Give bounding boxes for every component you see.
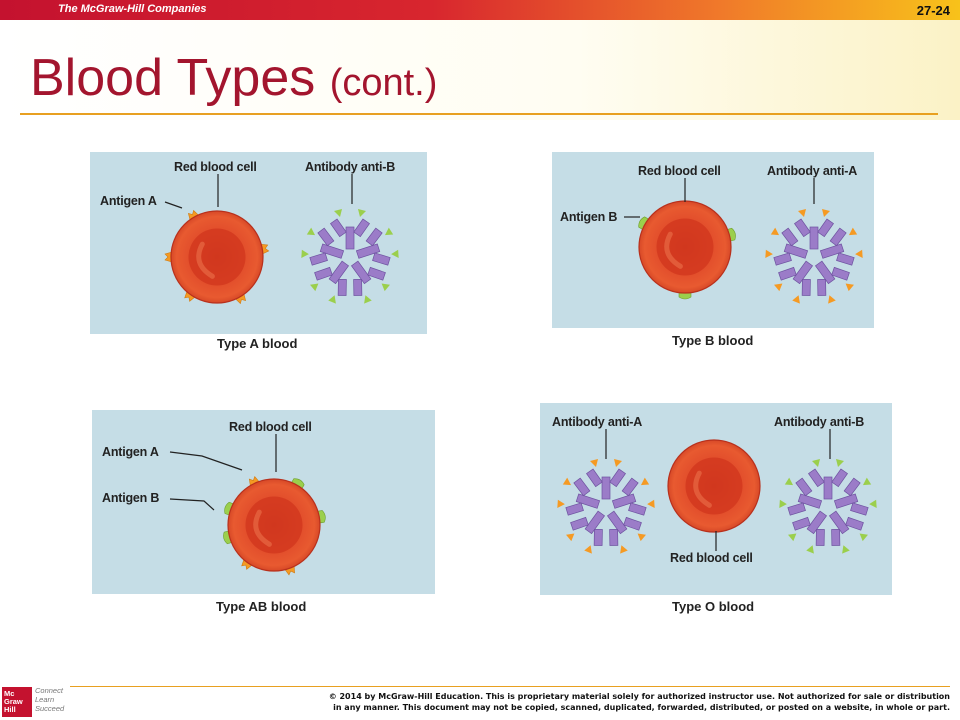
- antibody-arm: [794, 209, 834, 250]
- antibody-arm: [557, 477, 601, 516]
- type-o-antibody-b: [779, 459, 877, 554]
- type-b-diagram: [552, 152, 874, 328]
- top-banner: The McGraw-Hill Companies 27-24: [0, 0, 960, 20]
- type-ab-rbc: [223, 476, 326, 576]
- antibody-arm: [814, 260, 854, 304]
- panel-type-a: Red blood cell Antibody anti-B Antigen A…: [90, 152, 430, 362]
- type-a-diagram: [90, 152, 427, 334]
- antibody-arm: [566, 510, 606, 554]
- slide-title-suffix: (cont.): [329, 62, 438, 104]
- antibody-arm: [350, 260, 390, 304]
- antibody-arm: [808, 459, 848, 500]
- slide-title: Blood Types (cont.): [30, 48, 437, 108]
- tagline: Connect Learn Succeed: [35, 686, 65, 713]
- type-b-caption: Type B blood: [672, 333, 754, 348]
- type-o-antibody-a-label: Antibody anti-A: [552, 415, 643, 429]
- antibody-arm: [310, 260, 350, 304]
- type-ab-antigen-a-label: Antigen A: [102, 445, 159, 459]
- type-o-antibody-a: [557, 459, 655, 554]
- copyright-line-1: © 2014 by McGraw-Hill Education. This is…: [328, 692, 950, 701]
- type-o-caption: Type O blood: [672, 599, 755, 614]
- antibody-arm: [774, 260, 814, 304]
- copyright-notice: © 2014 by McGraw-Hill Education. This is…: [290, 691, 950, 713]
- type-a-antigen-label: Antigen A: [100, 194, 157, 208]
- slide-title-main: Blood Types: [30, 49, 316, 107]
- panel-type-b: Red blood cell Antibody anti-A Antigen B…: [552, 152, 892, 362]
- type-o-rbc-label: Red blood cell: [670, 551, 753, 565]
- publisher-name: The McGraw-Hill Companies: [58, 3, 207, 15]
- type-o-diagram: [540, 403, 892, 595]
- type-a-rbc: [164, 209, 270, 305]
- antibody-arm: [330, 209, 370, 250]
- antibody-arm: [586, 459, 626, 500]
- type-a-antibody: [301, 209, 399, 304]
- type-ab-diagram: [92, 410, 435, 594]
- antibody-arm: [611, 477, 655, 516]
- type-b-rbc-label: Red blood cell: [638, 164, 721, 178]
- footer-divider: [70, 686, 950, 687]
- type-o-rbc: [667, 439, 761, 533]
- panel-type-o: Antibody anti-A Antibody anti-B Red bloo…: [540, 403, 895, 618]
- panel-type-ab: Red blood cell Antigen A Antigen B Type …: [92, 410, 437, 620]
- antibody-arm: [355, 227, 399, 266]
- mcgraw-hill-logo: Mc Graw Hill: [2, 687, 32, 717]
- antigen-b-marker: [638, 216, 650, 231]
- antibody-arm: [779, 477, 823, 516]
- slide-number: 27-24: [916, 3, 950, 18]
- type-o-antibody-b-label: Antibody anti-B: [774, 415, 865, 429]
- type-ab-rbc-label: Red blood cell: [229, 420, 312, 434]
- antigen-b-marker: [224, 501, 235, 516]
- antibody-arm: [788, 510, 828, 554]
- antibody-arm: [765, 227, 809, 266]
- type-ab-caption: Type AB blood: [216, 599, 307, 614]
- antibody-arm: [606, 510, 646, 554]
- title-band: [0, 20, 960, 120]
- antibody-arm: [828, 510, 868, 554]
- title-divider: [20, 113, 938, 115]
- type-a-rbc-label: Red blood cell: [174, 160, 257, 174]
- type-b-antibody-label: Antibody anti-A: [767, 164, 858, 178]
- type-ab-antigen-b-label: Antigen B: [102, 491, 160, 505]
- antigen-b-marker: [290, 478, 305, 490]
- type-b-antibody: [765, 209, 863, 304]
- antibody-arm: [833, 477, 877, 516]
- antigen-b-marker: [726, 227, 736, 242]
- antibody-arm: [819, 227, 863, 266]
- type-a-caption: Type A blood: [217, 336, 298, 351]
- antibody-arm: [301, 227, 345, 266]
- type-a-antibody-label: Antibody anti-B: [305, 160, 396, 174]
- antigen-b-marker: [223, 530, 233, 545]
- type-b-antigen-label: Antigen B: [560, 210, 618, 224]
- copyright-line-2: in any manner. This document may not be …: [333, 703, 950, 712]
- antigen-b-marker: [678, 291, 692, 300]
